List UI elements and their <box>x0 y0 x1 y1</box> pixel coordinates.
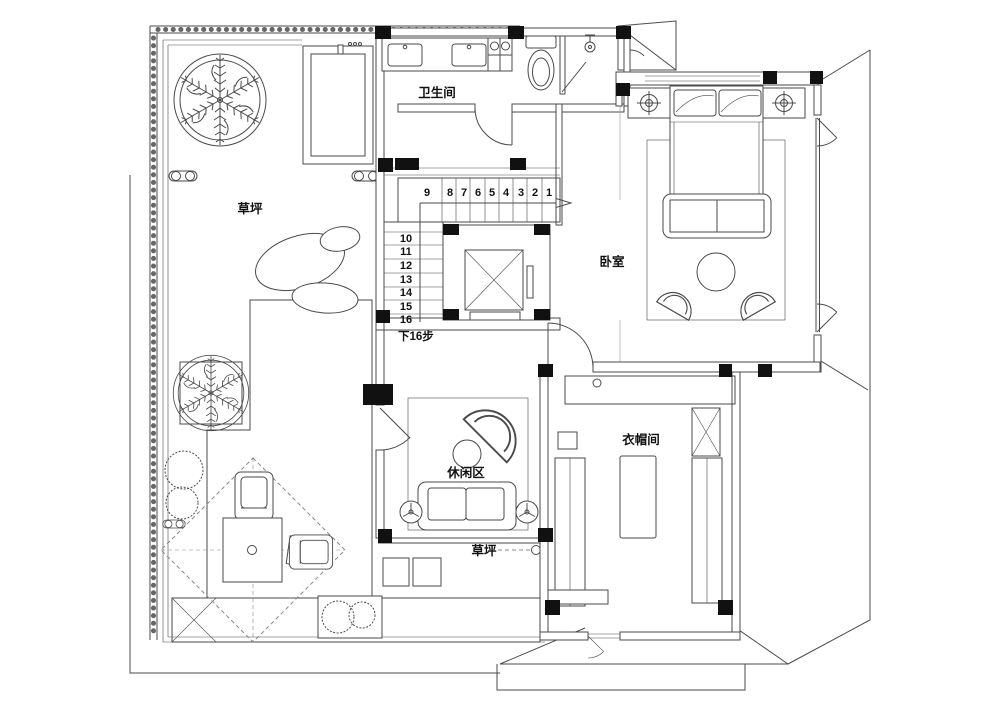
svg-text:5: 5 <box>489 187 495 199</box>
bathroom-label: 卫生间 <box>418 85 456 100</box>
svg-text:13: 13 <box>400 274 412 286</box>
svg-text:16: 16 <box>400 314 412 326</box>
armchair-icon <box>288 534 334 570</box>
stair-note: 下16步 <box>398 329 434 343</box>
roof-outline <box>129 20 871 691</box>
bathroom: 卫生间 <box>375 27 631 331</box>
hall-door <box>547 322 594 369</box>
shrub-dotted-icon <box>164 450 383 639</box>
svg-text:6: 6 <box>475 187 481 199</box>
lawn-upper-label: 草坪 <box>237 201 263 216</box>
casement-window <box>816 117 838 333</box>
ceiling-fan-icon <box>515 500 539 524</box>
svg-text:9: 9 <box>424 187 430 199</box>
svg-text:11: 11 <box>400 246 412 258</box>
lawn-lower-label: 草坪 <box>471 543 497 558</box>
stair-numbers-upper: 9 8 7 6 5 4 3 2 1 <box>424 187 552 199</box>
stair-numbers-lower: 10 11 12 13 14 15 16 <box>400 233 413 326</box>
round-table-icon <box>452 439 482 469</box>
window <box>815 118 820 332</box>
stair-direction-arrow-icon <box>555 197 573 209</box>
structural-columns <box>363 26 823 615</box>
staircase: 9 8 7 6 5 4 3 2 1 10 11 12 13 14 15 16 下… <box>383 167 573 343</box>
toilet-icon <box>525 35 557 91</box>
palm-tree-icon <box>174 54 266 146</box>
sofa-icon <box>417 481 517 531</box>
svg-text:8: 8 <box>447 187 453 199</box>
svg-text:12: 12 <box>400 260 412 272</box>
tub-chair-icon <box>656 285 699 321</box>
svg-text:3: 3 <box>518 187 524 199</box>
shower-screen <box>561 61 587 93</box>
skylight <box>302 42 374 165</box>
svg-text:15: 15 <box>400 301 412 313</box>
svg-text:7: 7 <box>461 187 467 199</box>
shower-head-icon <box>561 34 596 93</box>
armchair-icon <box>234 471 274 521</box>
cloakroom-label: 衣帽间 <box>622 432 660 447</box>
leader-dot <box>531 545 541 555</box>
island-dresser <box>619 455 657 539</box>
column-outline <box>557 431 578 450</box>
svg-text:4: 4 <box>503 187 510 199</box>
door-stop <box>592 378 602 388</box>
svg-text:1: 1 <box>546 187 552 199</box>
hall <box>547 96 621 369</box>
svg-text:10: 10 <box>400 233 412 245</box>
cabinet-burners <box>487 37 513 72</box>
svg-text:2: 2 <box>532 187 538 199</box>
paver <box>412 557 442 587</box>
bed-bench <box>662 193 772 239</box>
ceiling-fan-icon <box>399 500 423 524</box>
leisure-area: 休闲区 <box>375 329 539 539</box>
bedroom: 卧室 <box>592 71 838 373</box>
leisure-label: 休闲区 <box>446 465 485 480</box>
wardrobe-hatch-icon <box>547 375 736 607</box>
tub-chair-icon <box>733 285 776 321</box>
cloakroom-window-swing <box>587 635 604 659</box>
svg-text:14: 14 <box>400 287 413 299</box>
cloakroom: 衣帽间 <box>539 371 741 659</box>
wall-sconce-icon <box>168 170 198 182</box>
deck-door <box>379 407 411 451</box>
wall-sconce-icon <box>162 519 186 529</box>
bedroom-label: 卧室 <box>599 254 625 269</box>
landscape-stone-icon <box>255 226 361 314</box>
round-table-icon <box>696 252 736 292</box>
elevator-shaft-icon <box>442 224 551 321</box>
bathroom-door <box>474 107 513 146</box>
terrace: 草坪 草坪 <box>149 25 548 643</box>
paver <box>382 557 410 587</box>
dormer-door-arc <box>629 49 645 70</box>
